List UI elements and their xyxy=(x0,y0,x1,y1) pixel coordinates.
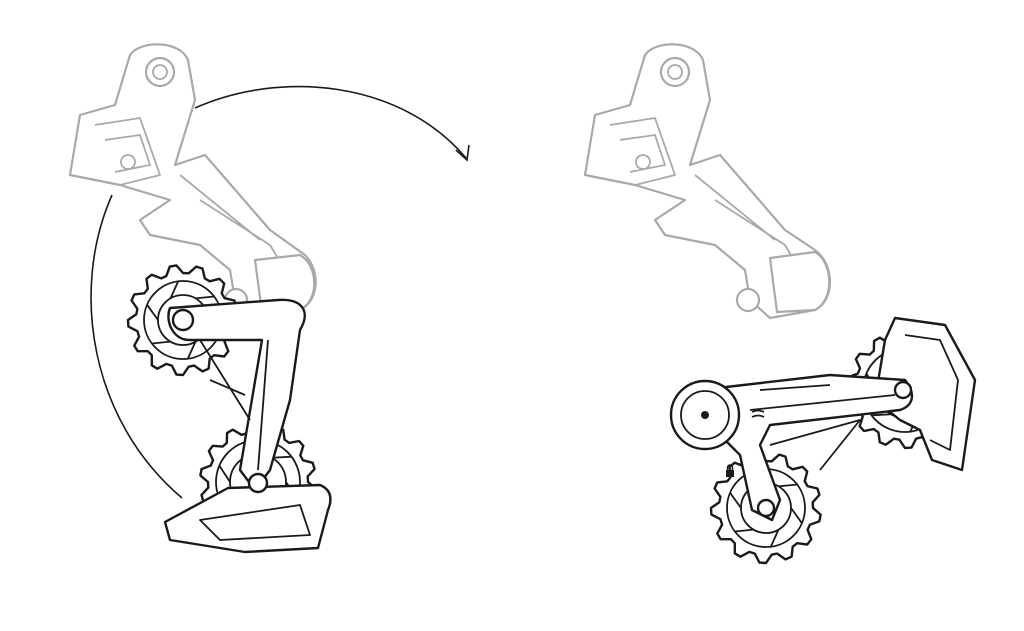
derailleur-upper-body xyxy=(68,43,317,322)
cog-spoke xyxy=(151,340,171,345)
rotation-arc-upper xyxy=(194,85,467,159)
cog-spoke xyxy=(729,492,742,509)
lock-icon xyxy=(726,464,734,477)
cog-spoke xyxy=(734,528,754,533)
cog-spoke xyxy=(778,483,798,488)
derailleur-before-rotation xyxy=(68,43,332,554)
cog-spoke xyxy=(769,529,780,548)
pivot-bolt xyxy=(701,411,709,419)
cog-spoke xyxy=(195,295,215,300)
cog-spoke xyxy=(169,280,180,299)
derailleur-cage xyxy=(163,298,332,554)
cog-spoke xyxy=(271,455,292,459)
cog-spoke xyxy=(186,341,197,360)
derailleur-upper-body xyxy=(583,43,832,320)
curved-arrow-icon xyxy=(455,144,470,162)
cog-spoke xyxy=(871,413,892,417)
derailleur-after-rotation xyxy=(583,43,977,565)
cog-spoke xyxy=(146,304,159,321)
limit-marks xyxy=(751,409,765,418)
cog-spoke xyxy=(218,465,231,483)
cog-spoke xyxy=(790,507,803,524)
derailleur-cage xyxy=(669,316,977,522)
rotation-arrow xyxy=(90,85,470,499)
rotation-arc-lower xyxy=(90,194,183,499)
